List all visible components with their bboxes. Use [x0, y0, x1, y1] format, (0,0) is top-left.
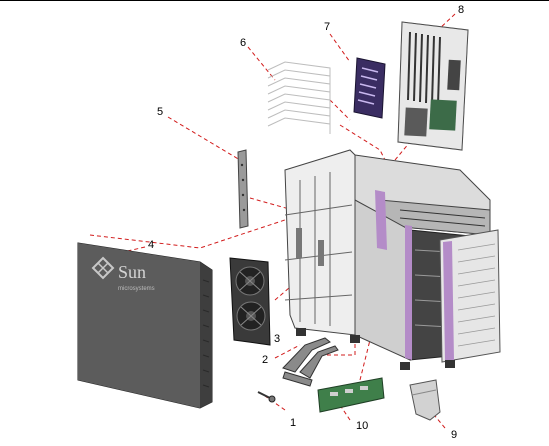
- part-8-system-board: [397, 21, 469, 151]
- part-6-airflow-shrouds: [267, 61, 331, 134]
- callout-5: 5: [157, 106, 164, 118]
- leader-line-9: [429, 409, 446, 429]
- callout-6: 6: [240, 37, 247, 49]
- callout-10: 10: [356, 420, 369, 432]
- sun-logo: [91, 256, 115, 280]
- leader-shroud-to-chassis: [339, 124, 391, 171]
- part-3-fan-tray: [229, 257, 271, 346]
- part-5-filler-strip: [237, 149, 249, 229]
- part-7-card-guide: [353, 57, 386, 119]
- part-4-side-panel: Sun microsystems: [77, 242, 213, 409]
- callout-1: 1: [290, 417, 297, 429]
- leader-line-7: [329, 33, 351, 63]
- logo-brand-text: Sun: [118, 262, 146, 282]
- callout-9: 9: [451, 429, 458, 441]
- main-chassis: [284, 149, 501, 370]
- leader-line-6: [247, 46, 276, 81]
- leader-line-5: [167, 116, 241, 161]
- part-2-bracket: [282, 337, 339, 387]
- logo-tagline-text: microsystems: [118, 286, 155, 292]
- leader-line-2: [274, 344, 301, 359]
- leader-line-8: [437, 13, 456, 31]
- part-9-metal-bracket: [409, 379, 441, 421]
- part-1-thumbscrew: [257, 391, 276, 403]
- callout-3: 3: [274, 333, 281, 345]
- callout-8: 8: [458, 4, 465, 16]
- leader-guide-to-chassis: [329, 99, 351, 121]
- callout-7: 7: [324, 21, 331, 33]
- callout-4: 4: [148, 239, 155, 251]
- header-rule: [0, 0, 549, 1]
- part-10-interface-board: [317, 377, 385, 413]
- callout-2: 2: [262, 354, 269, 366]
